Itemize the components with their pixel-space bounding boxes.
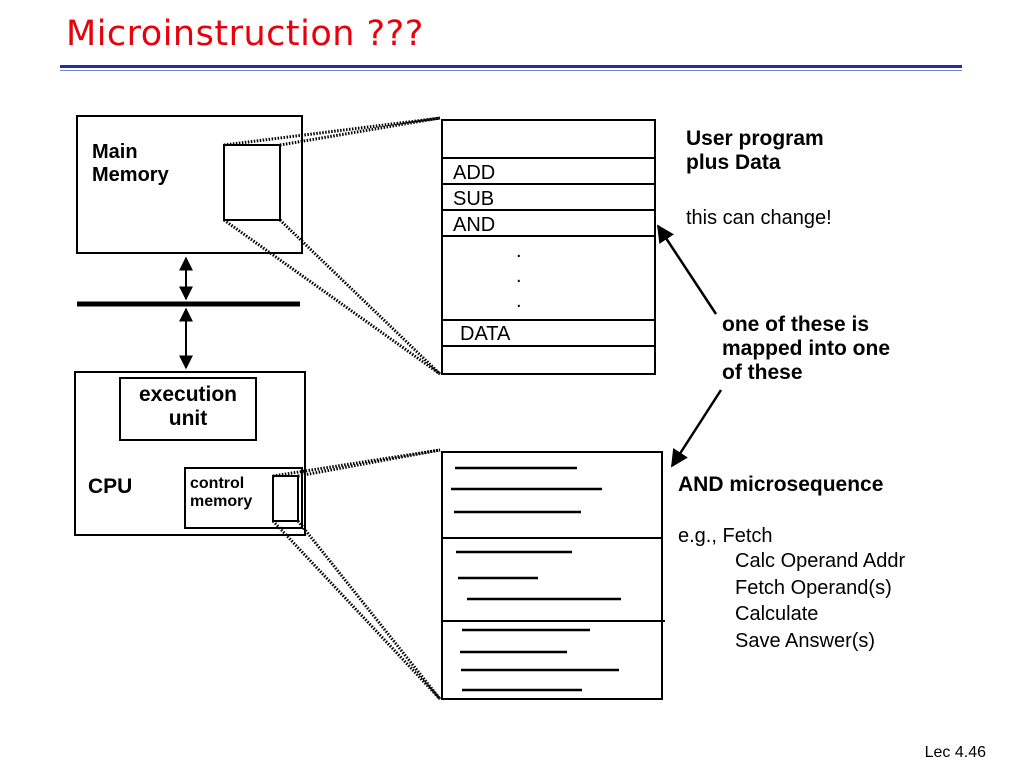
mapping-arrow-down <box>670 389 723 468</box>
microsequence-title: AND microsequence <box>678 473 884 496</box>
microsequence-step: Calc Operand Addr <box>735 550 906 572</box>
microsequence-step: e.g., Fetch <box>678 525 773 547</box>
program-row-add: ADD <box>453 162 496 184</box>
control-memory-box <box>184 467 303 529</box>
main-memory-label: Main Memory <box>92 141 169 186</box>
program-row-sub: SUB <box>453 188 495 210</box>
control-memory-zoom-lines <box>271 448 442 701</box>
mapping-arrow-up <box>656 224 718 315</box>
user-program-note: this can change! <box>686 207 832 229</box>
microsequence-step: Save Answer(s) <box>735 630 876 652</box>
microsequence-step: Calculate <box>735 603 819 625</box>
title-rule <box>60 65 962 68</box>
program-row-ellipsis: . <box>516 265 522 287</box>
memory-zoom-lines <box>223 116 442 376</box>
title-rule-thin <box>60 70 962 71</box>
program-row-data: DATA <box>460 323 511 345</box>
microsequence-step: Fetch Operand(s) <box>735 577 892 599</box>
slide-title: Microinstruction ??? <box>66 14 424 54</box>
user-program-label: User program plus Data <box>686 127 824 175</box>
slide-number: Lec 4.46 <box>924 744 986 761</box>
microinstruction-lines <box>451 466 621 692</box>
main-memory-box <box>76 115 303 254</box>
main-memory-region <box>223 144 281 221</box>
control-memory-label: control memory <box>190 475 253 511</box>
execution-unit-box <box>119 377 257 441</box>
program-row-ellipsis: . <box>516 240 522 262</box>
program-memory-box <box>441 119 656 375</box>
execution-unit-label: execution unit <box>138 383 238 431</box>
cpu-box <box>74 371 306 536</box>
program-row-and: AND <box>453 214 496 236</box>
cpu-label: CPU <box>88 475 133 498</box>
program-row-ellipsis: . <box>516 290 522 312</box>
control-memory-region <box>272 475 299 522</box>
mapping-note: one of these is mapped into one of these <box>722 313 890 385</box>
microcode-memory-box <box>441 451 665 700</box>
